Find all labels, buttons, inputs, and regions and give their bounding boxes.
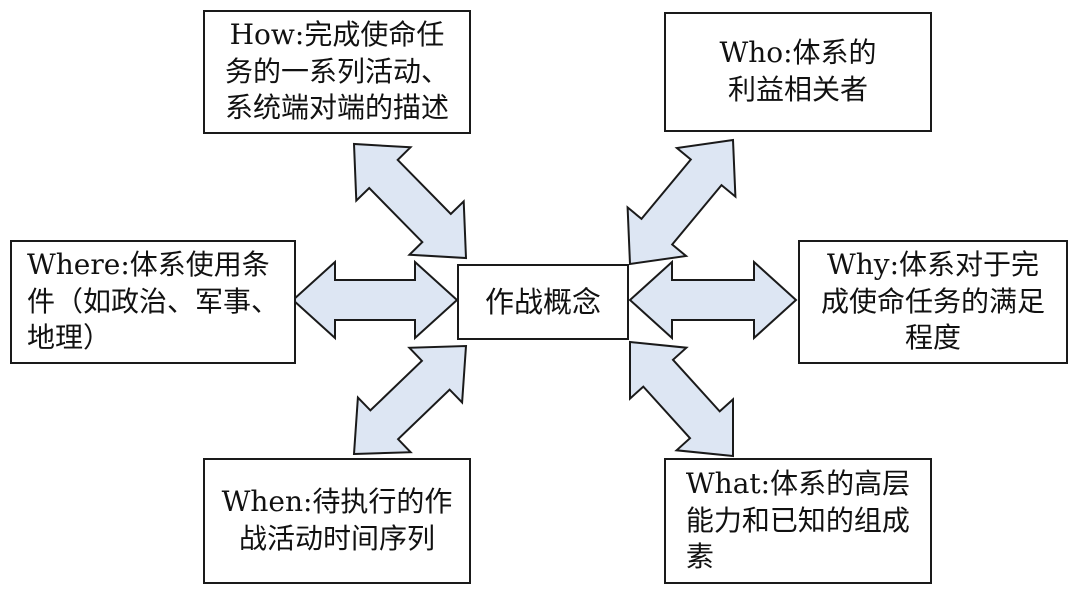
when-arrow bbox=[352, 344, 468, 456]
how-label: How:完成使命任 务的一系列活动、 系统端对端的描述 bbox=[224, 17, 449, 125]
who-box: Who:体系的 利益相关者 bbox=[664, 12, 932, 132]
who-arrow bbox=[626, 138, 737, 266]
when-box: When:待执行的作 战活动时间序列 bbox=[203, 458, 471, 584]
where-label: Where:体系使用条 件（如政治、军事、 地理） bbox=[26, 247, 279, 355]
center-concept-label: 作战概念 bbox=[484, 284, 601, 319]
why-label: Why:体系对于完 成使命任务的满足 程度 bbox=[820, 247, 1045, 355]
where-box: Where:体系使用条 件（如政治、军事、 地理） bbox=[10, 240, 296, 364]
center-concept-box: 作战概念 bbox=[457, 264, 629, 340]
how-box: How:完成使命任 务的一系列活动、 系统端对端的描述 bbox=[203, 10, 471, 134]
why-arrow bbox=[628, 259, 798, 341]
what-arrow bbox=[629, 340, 734, 458]
how-arrow bbox=[352, 142, 468, 260]
who-label: Who:体系的 利益相关者 bbox=[719, 36, 877, 106]
what-box: What:体系的高层 能力和已知的组成 素 bbox=[664, 458, 932, 584]
when-label: When:待执行的作 战活动时间序列 bbox=[221, 485, 453, 555]
where-arrow bbox=[291, 259, 459, 341]
why-box: Why:体系对于完 成使命任务的满足 程度 bbox=[798, 240, 1068, 364]
what-label: What:体系的高层 能力和已知的组成 素 bbox=[685, 466, 911, 574]
